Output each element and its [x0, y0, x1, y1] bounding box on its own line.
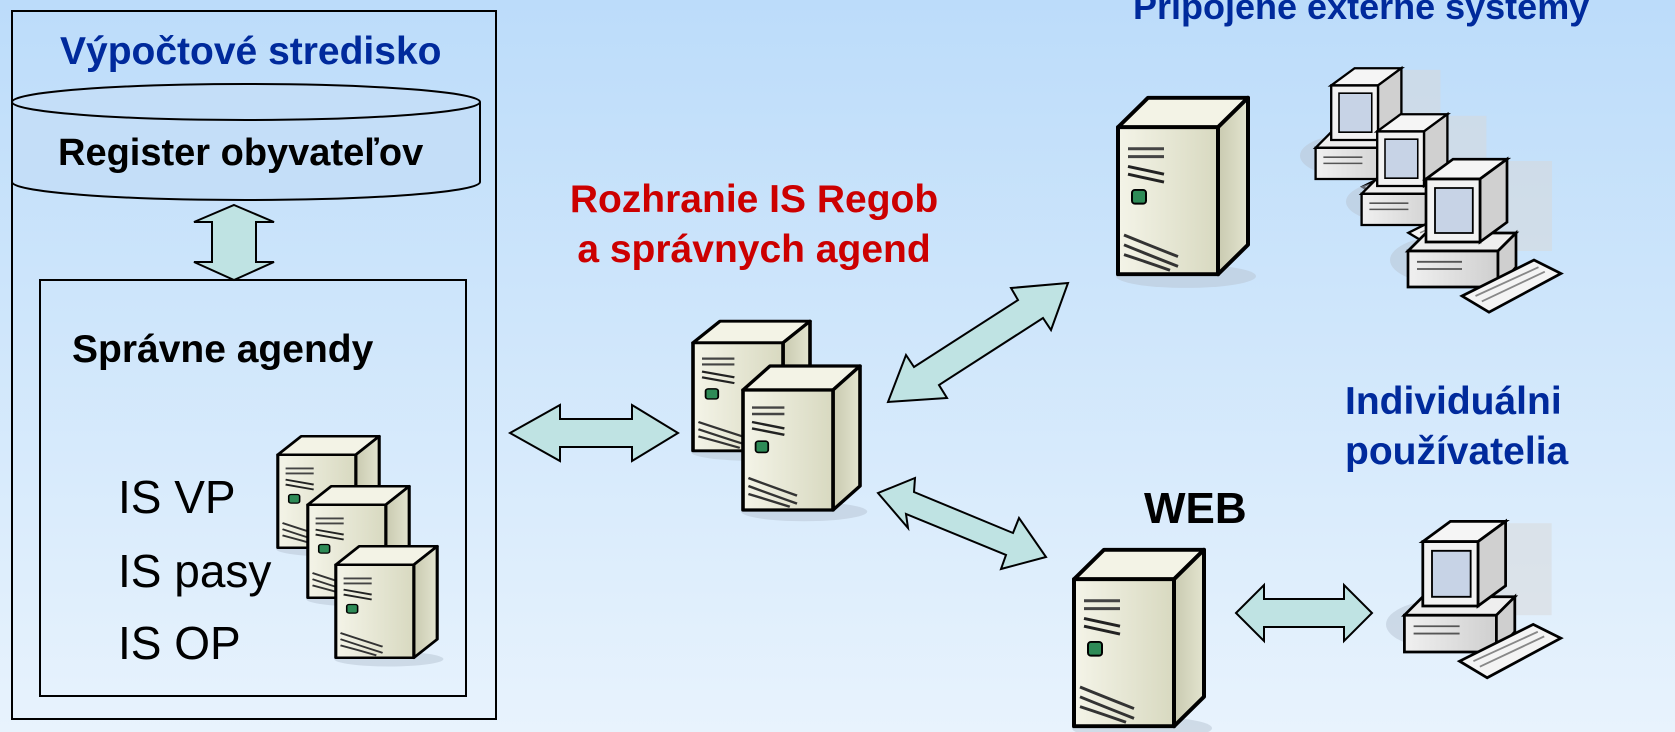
interface-web-arrow: [876, 476, 1048, 571]
agendas-title: Správne agendy: [72, 328, 374, 371]
web-server: [1070, 547, 1214, 732]
database-agendas-arrow: [193, 203, 275, 282]
interface-servers: [689, 319, 870, 524]
individual-user-workstation: [1384, 519, 1563, 680]
register-database-cylinder: [11, 83, 481, 201]
external-server: [1114, 95, 1258, 290]
system-is-pasy: IS pasy: [118, 545, 272, 597]
external-systems-title: Pripojené externé systémy: [1133, 0, 1590, 27]
web-user-arrow: [1234, 582, 1374, 644]
individual-users-line1: Individuálni: [1345, 380, 1562, 423]
interface-external-arrow: [886, 281, 1070, 404]
external-workstations: [1298, 67, 1563, 314]
web-label: WEB: [1144, 484, 1247, 533]
agendas-interface-arrow: [507, 403, 680, 463]
agendas-frame: [39, 279, 467, 697]
agenda-servers: [274, 434, 446, 669]
computing-center-frame: [11, 10, 497, 720]
interface-title-line1: Rozhranie IS Regob: [569, 178, 939, 221]
database-label: Register obyvateľov: [58, 132, 424, 174]
system-is-vp: IS VP: [118, 471, 236, 523]
interface-title-line2: a správnych agend: [577, 228, 931, 271]
computing-center-title: Výpočtové stredisko: [60, 30, 442, 73]
system-is-op: IS OP: [118, 617, 241, 669]
individual-users-line2: používatelia: [1345, 430, 1569, 473]
